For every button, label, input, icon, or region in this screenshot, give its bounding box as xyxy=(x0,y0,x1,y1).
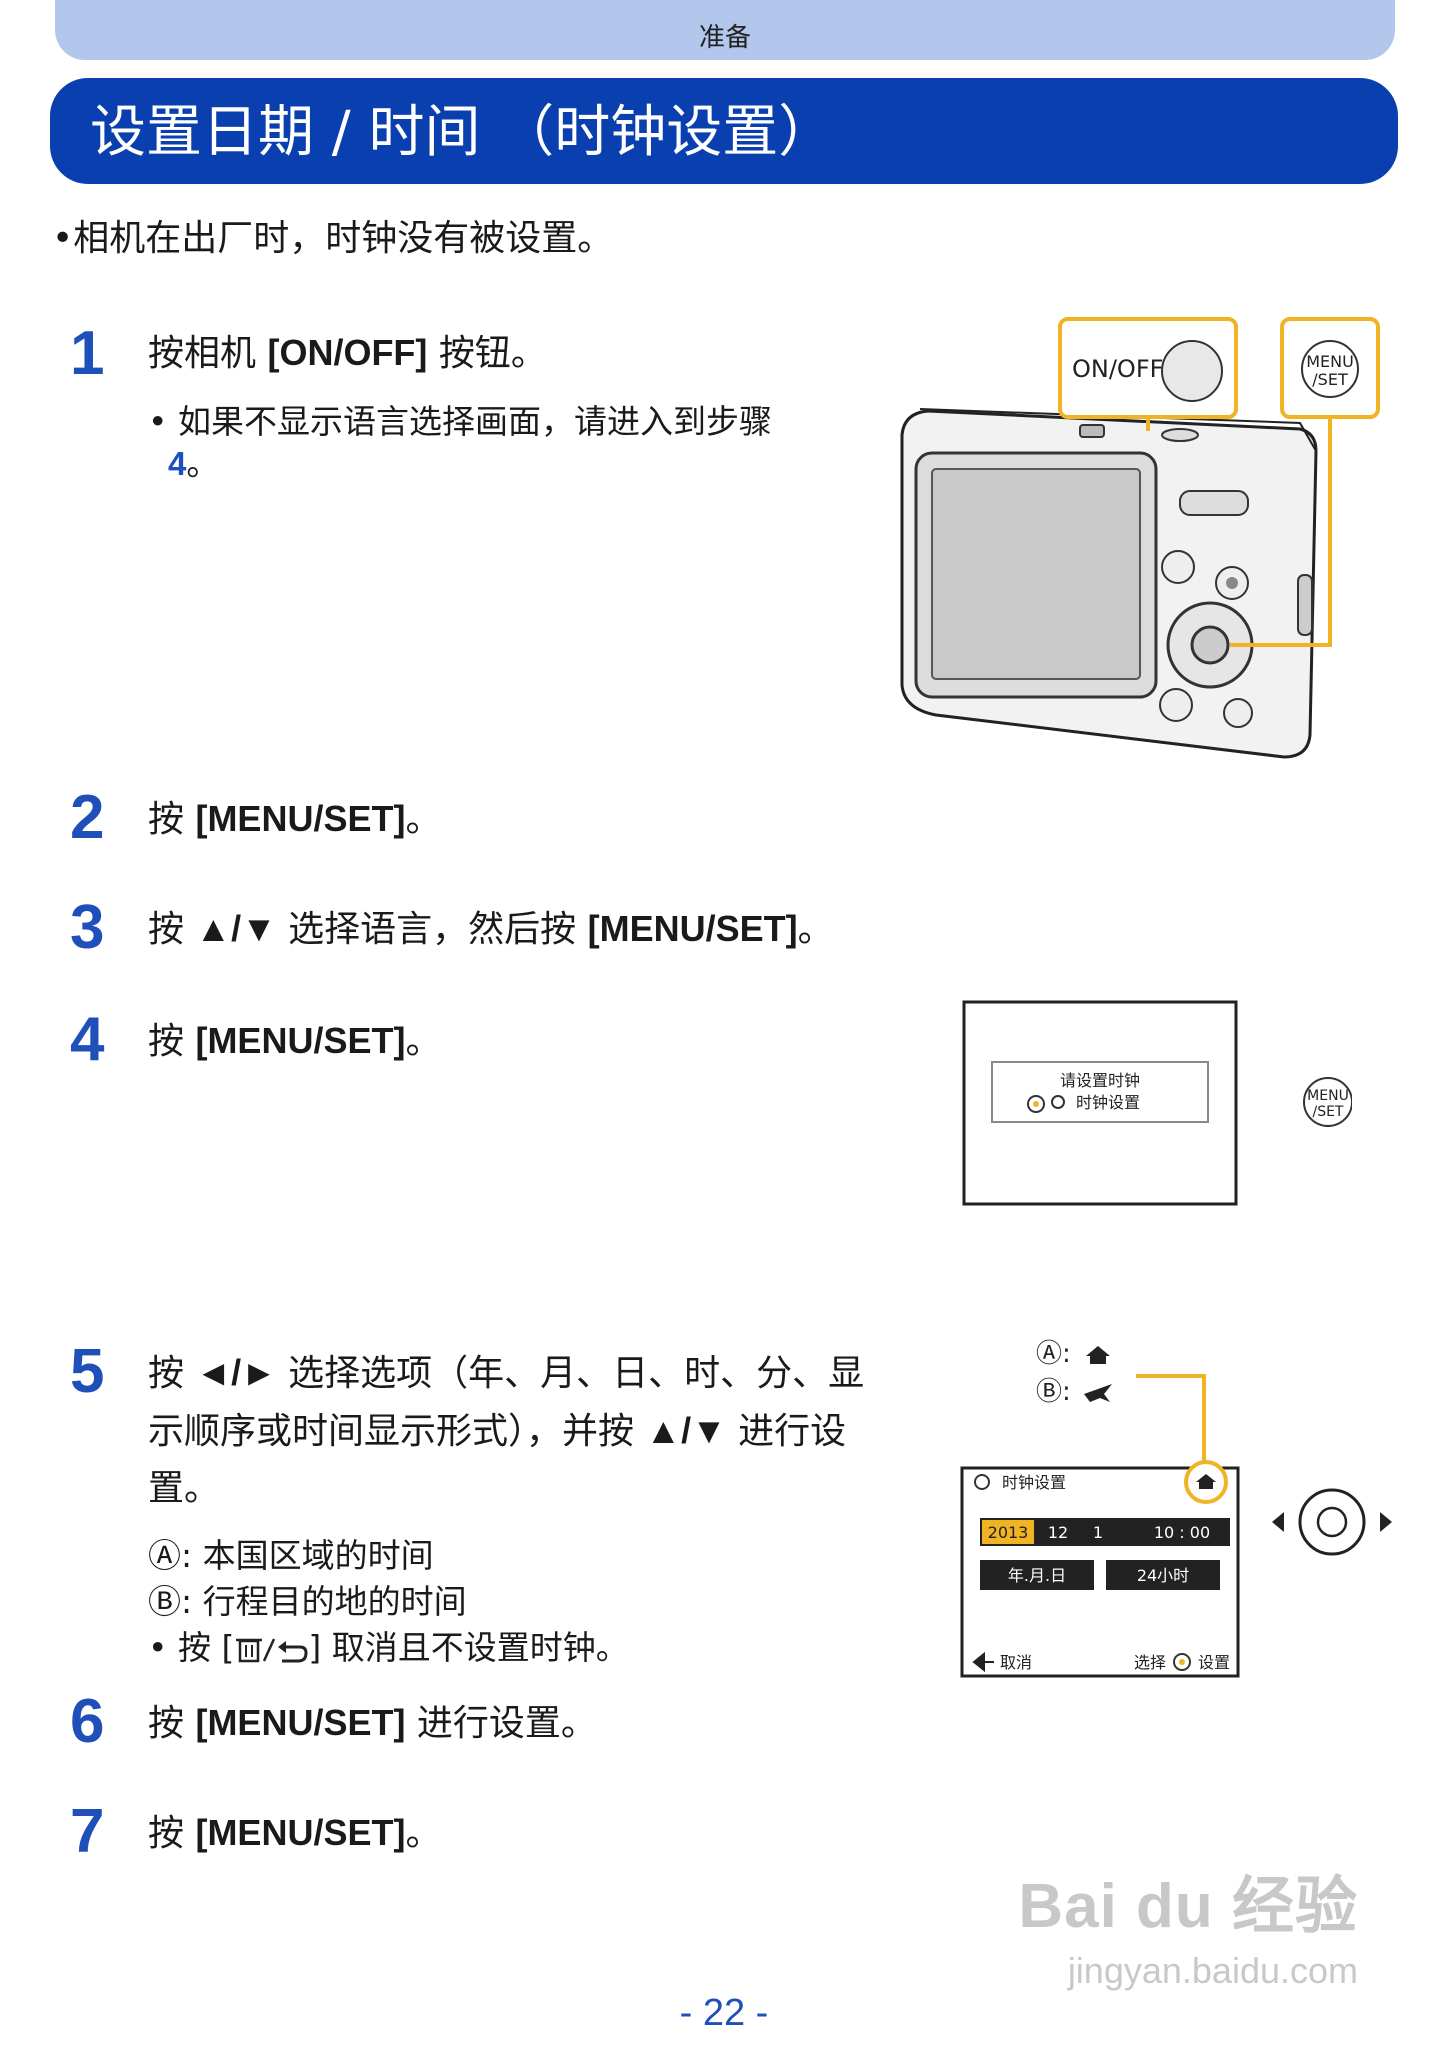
step-3-text: 按 ▲/▼ 选择语言，然后按 [MENU/SET]。 xyxy=(148,908,834,950)
year-value: 2013 xyxy=(988,1523,1029,1542)
section-header: 准备 xyxy=(55,0,1395,60)
format-button xyxy=(1106,1560,1220,1590)
step-5-note-b: Ⓑ: 行程目的地的时间 xyxy=(148,1582,467,1621)
svg-text:/SET: /SET xyxy=(1312,1104,1343,1120)
step-5-line-2: 示顺序或时间显示形式），并按 ▲/▼ 进行设 xyxy=(148,1410,847,1452)
control-pad-center xyxy=(1316,1506,1348,1538)
month-value: 12 xyxy=(1048,1523,1068,1542)
menu-set-button xyxy=(1301,340,1359,398)
step-5-line-3: 置。 xyxy=(148,1468,221,1509)
watermark-logo: Bai du 经验 xyxy=(1018,1872,1358,1941)
step-1-number: 1 xyxy=(70,319,105,388)
clock-icon xyxy=(974,1474,990,1490)
step-2-text: 按 [MENU/SET]。 xyxy=(148,798,442,840)
title-bar xyxy=(50,78,1398,184)
step-1-note: • 如果不显示语言选择画面，请进入到步骤 xyxy=(148,402,772,441)
svg-text:24小时: 24小时 xyxy=(1137,1566,1189,1585)
step-4-text: 按 [MENU/SET]。 xyxy=(148,1020,442,1062)
camera-illustration: ON/OFF MENU /SET xyxy=(900,317,1380,759)
step-4-number: 4 xyxy=(70,1005,105,1074)
step-7-number: 7 xyxy=(70,1797,105,1866)
step-6-number: 6 xyxy=(70,1687,105,1756)
watermark-url: jingyan.baidu.com xyxy=(1067,1950,1358,1991)
on-off-button xyxy=(1161,340,1223,402)
clock-icon xyxy=(1051,1095,1065,1109)
delete-return-icon xyxy=(236,1638,308,1663)
step-5-number: 5 xyxy=(70,1337,105,1406)
legend-b: Ⓑ: xyxy=(1036,1377,1071,1407)
step-5-note-a: Ⓐ: 本国区域的时间 xyxy=(148,1536,434,1575)
step-3-number: 3 xyxy=(70,893,105,962)
clock-prompt-screen: 请设置时钟 时钟设置 MENU /SET xyxy=(962,1000,1352,1206)
dial-icon xyxy=(1027,1095,1045,1113)
dial-icon xyxy=(1173,1653,1191,1671)
step-2-number: 2 xyxy=(70,783,105,852)
prompt-line-1: 请设置时钟 xyxy=(1060,1071,1140,1090)
right-arrow-icon xyxy=(1380,1512,1392,1532)
return-icon xyxy=(972,1651,994,1673)
svg-text:/SET: /SET xyxy=(1312,370,1348,389)
home-icon xyxy=(1086,1346,1110,1364)
prompt-line-2: 时钟设置 xyxy=(1076,1093,1140,1112)
time-value: 10 : 00 xyxy=(1154,1523,1210,1542)
on-off-label: ON/OFF xyxy=(1072,355,1163,383)
svg-text:MENU: MENU xyxy=(1307,1088,1349,1104)
step-5-line-1: 按 ◄/► 选择选项（年、月、日、时、分、显 xyxy=(148,1352,865,1394)
legend-a: Ⓐ: xyxy=(1036,1339,1071,1369)
intro-note: •相机在出厂时，时钟没有被设置。 xyxy=(52,218,614,259)
step-5-note-cancel: • 按 [] 取消且不设置时钟。 xyxy=(148,1628,629,1667)
clock-setting-screen: Ⓐ: Ⓑ: 时钟设置 2013 12 1 10 : 00 年.月.日 24小时 … xyxy=(960,1339,1392,1678)
order-button xyxy=(980,1560,1094,1590)
clock-screen-title: 时钟设置 xyxy=(1002,1473,1066,1492)
menu-set-icon xyxy=(1303,1077,1352,1127)
page-number: - 22 - xyxy=(679,1992,769,2034)
svg-text:MENU: MENU xyxy=(1306,352,1354,371)
page-title: 设置日期 / 时间 （时钟设置） xyxy=(90,100,835,165)
select-label: 选择 xyxy=(1134,1653,1166,1672)
set-label: 设置 xyxy=(1198,1653,1230,1672)
day-value: 1 xyxy=(1093,1523,1103,1542)
cancel-label: 取消 xyxy=(1000,1653,1032,1672)
left-arrow-icon xyxy=(1272,1512,1284,1532)
svg-text:年.月.日: 年.月.日 xyxy=(1008,1566,1066,1585)
step-6-text: 按 [MENU/SET] 进行设置。 xyxy=(148,1702,597,1744)
step-7-text: 按 [MENU/SET]。 xyxy=(148,1812,442,1854)
airplane-icon xyxy=(1084,1384,1112,1402)
step-1-text: 按相机 [ON/OFF] 按钮。 xyxy=(148,332,547,374)
step-1-note-step: 4。 xyxy=(168,444,220,483)
